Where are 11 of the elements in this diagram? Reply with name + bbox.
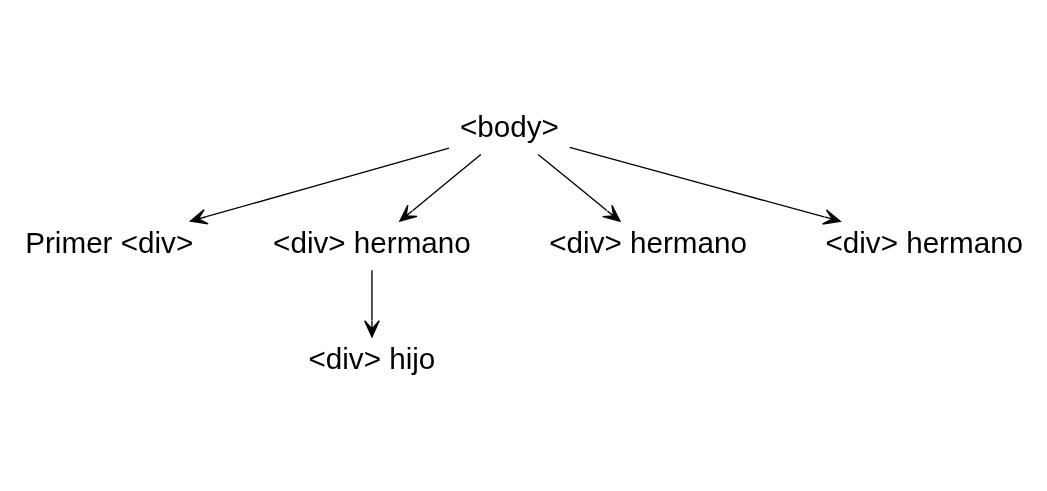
node-text: <div> hermano xyxy=(549,226,747,260)
node-text: <div> hijo xyxy=(308,341,436,375)
arrow xyxy=(569,146,841,225)
node-text: <body> xyxy=(459,110,559,144)
arrow xyxy=(364,269,380,338)
arrow xyxy=(399,153,482,222)
arrow xyxy=(537,153,621,222)
node-text: <div> hermano xyxy=(825,226,1024,260)
node-text: <div> hermano xyxy=(273,226,471,260)
arrow xyxy=(189,147,450,225)
node-text: Primer <div> xyxy=(25,226,194,260)
